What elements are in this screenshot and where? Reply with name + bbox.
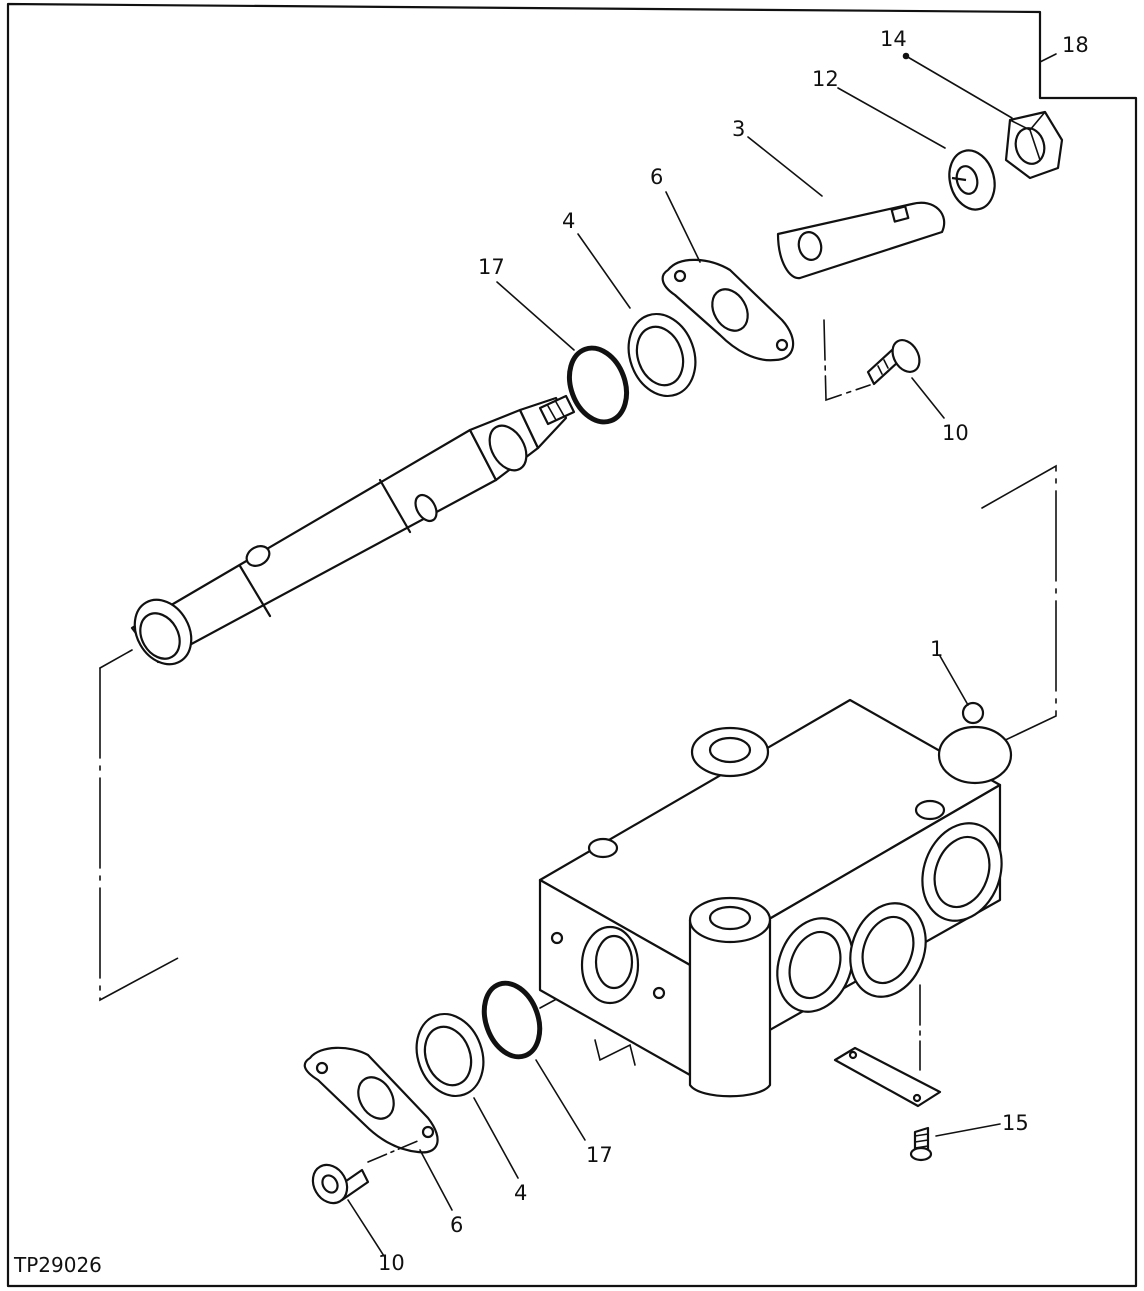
diagram-reference-code: TP29026 <box>13 1253 102 1277</box>
o-ring-bottom <box>481 980 543 1060</box>
seal-bottom <box>415 1012 485 1098</box>
callout-6-top: 6 <box>650 165 663 189</box>
o-ring-top <box>566 345 630 425</box>
screw-bottom <box>311 1139 421 1205</box>
body-ports <box>776 822 1003 1013</box>
hex-nut <box>1004 110 1064 180</box>
frame-border <box>6 2 1138 1288</box>
check-ball <box>961 701 985 725</box>
callout-18: 18 <box>1062 33 1089 57</box>
lock-washer <box>948 149 996 211</box>
callout-14: 14 <box>880 27 907 51</box>
callout-12: 12 <box>812 67 839 91</box>
callout-1: 1 <box>930 637 943 661</box>
callout-4-bottom: 4 <box>514 1181 527 1205</box>
leader-lines <box>347 52 1057 1257</box>
callout-15: 15 <box>1002 1111 1029 1135</box>
flange-plate-top <box>661 258 795 362</box>
lever <box>776 201 946 280</box>
screw-top <box>866 339 921 386</box>
callout-10-bottom: 10 <box>378 1251 405 1275</box>
callout-4-top: 4 <box>562 209 575 233</box>
valve-body <box>538 698 1013 1098</box>
callout-17-bottom: 17 <box>586 1143 613 1167</box>
flange-plate-bottom <box>303 1046 439 1154</box>
drive-screw <box>909 1126 933 1162</box>
seal-top <box>627 312 697 398</box>
callout-6-bottom: 6 <box>450 1213 463 1237</box>
callout-10-top: 10 <box>942 421 969 445</box>
nameplate <box>833 1046 942 1108</box>
callout-17-top: 17 <box>478 255 505 279</box>
callout-3: 3 <box>732 117 745 141</box>
spool <box>130 394 576 666</box>
